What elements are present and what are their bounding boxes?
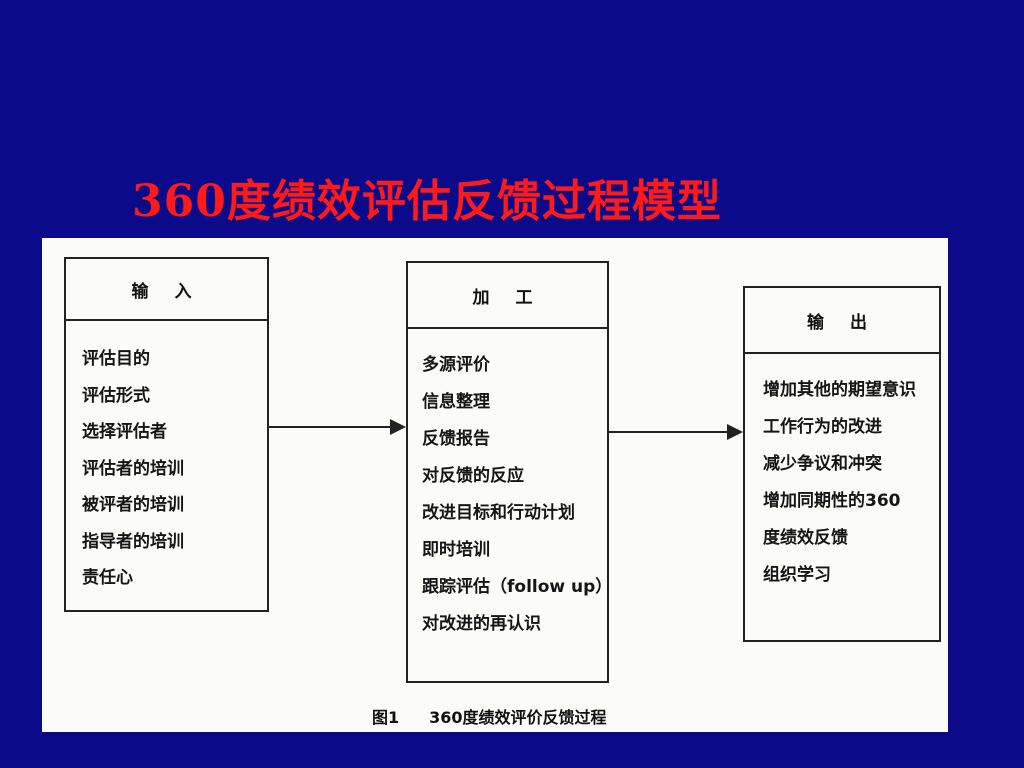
process-box-heading: 加 工 xyxy=(408,263,607,329)
process-item: 对改进的再认识 xyxy=(422,614,541,634)
process-item: 对反馈的反应 xyxy=(422,466,524,486)
process-item: 反馈报告 xyxy=(422,429,490,449)
input-box: 输 入 评估目的 评估形式 选择评估者 评估者的培训 被评者的培训 指导者的培训… xyxy=(64,257,269,612)
process-item: 即时培训 xyxy=(422,540,490,560)
process-diagram: 输 入 评估目的 评估形式 选择评估者 评估者的培训 被评者的培训 指导者的培训… xyxy=(42,238,948,732)
output-item: 增加其他的期望意识 xyxy=(763,380,916,400)
output-item: 组织学习 xyxy=(763,565,831,585)
input-item: 评估形式 xyxy=(82,385,150,406)
output-box-heading: 输 出 xyxy=(745,288,939,354)
input-box-heading: 输 入 xyxy=(66,259,267,321)
slide-title: 360度绩效评估反馈过程模型 xyxy=(132,176,722,227)
figure-number: 图1 xyxy=(372,708,400,727)
output-box: 输 出 增加其他的期望意识 工作行为的改进 减少争议和冲突 增加同期性的360 … xyxy=(743,286,941,642)
input-item: 评估目的 xyxy=(82,349,150,369)
input-item-list: 评估目的 评估形式 选择评估者 评估者的培训 被评者的培训 指导者的培训 责任心 xyxy=(66,321,267,603)
output-item: 减少争议和冲突 xyxy=(763,454,882,474)
process-item: 信息整理 xyxy=(422,392,490,412)
output-item-list: 增加其他的期望意识 工作行为的改进 减少争议和冲突 增加同期性的360 度绩效反… xyxy=(745,354,939,600)
input-item: 指导者的培训 xyxy=(82,531,184,552)
input-item: 责任心 xyxy=(82,568,133,588)
arrow-input-to-process xyxy=(269,419,406,435)
figure-caption-text: 360度绩效评价反馈过程 xyxy=(429,708,607,727)
process-box: 加 工 多源评价 信息整理 反馈报告 对反馈的反应 改进目标和行动计划 即时培训… xyxy=(406,261,613,683)
process-item: 跟踪评估（follow up） xyxy=(422,577,613,597)
output-item: 度绩效反馈 xyxy=(763,528,848,548)
figure-caption: 图1 360度绩效评价反馈过程 xyxy=(372,704,607,728)
input-item: 选择评估者 xyxy=(82,422,167,442)
process-item: 多源评价 xyxy=(422,355,490,375)
input-item: 被评者的培训 xyxy=(82,495,184,515)
arrow-process-to-output xyxy=(609,424,743,440)
input-item: 评估者的培训 xyxy=(82,458,184,479)
output-item: 工作行为的改进 xyxy=(763,417,882,437)
process-item-list: 多源评价 信息整理 反馈报告 对反馈的反应 改进目标和行动计划 即时培训 跟踪评… xyxy=(408,329,613,649)
process-item: 改进目标和行动计划 xyxy=(422,503,575,523)
output-item: 增加同期性的360 xyxy=(763,491,901,511)
